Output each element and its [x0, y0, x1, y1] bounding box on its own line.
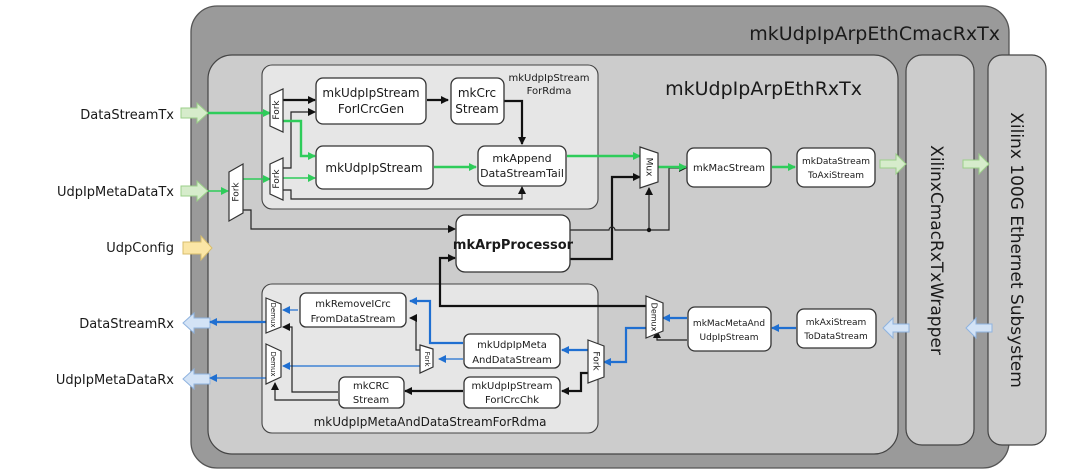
svg-text:mkMacStream: mkMacStream: [693, 163, 765, 174]
rx-arrow-from-wrapper: [882, 316, 910, 340]
wire-demux-to-rxfork: [603, 326, 646, 366]
block-mac-stream: mkMacStream: [686, 147, 772, 188]
fork-rx-main: Fork: [587, 339, 605, 384]
svg-text:Fork: Fork: [272, 169, 282, 189]
block-axi-to-data: mkAxiStream ToDataStream: [796, 308, 877, 349]
svg-text:ToAxiStream: ToAxiStream: [807, 171, 864, 181]
wire-fork2-to-udpip: [283, 119, 316, 160]
port-label-meta-data-tx: UdpIpMetaDataTx: [57, 185, 174, 200]
svg-text:mkCrc: mkCrc: [458, 86, 496, 100]
port-label-data-stream-tx: DataStreamTx: [80, 108, 174, 123]
svg-text:Demux: Demux: [650, 303, 659, 332]
svg-text:Demux: Demux: [269, 302, 277, 327]
wire-crc-to-demux-data: [282, 323, 338, 393]
svg-text:ForICrcChk: ForICrcChk: [485, 395, 539, 406]
svg-text:UdpIpStream: UdpIpStream: [700, 333, 759, 343]
port-arrow-udp-config: [182, 234, 213, 262]
subsystem-label: Xilinx 100G Ethernet Subsystem: [1006, 112, 1026, 388]
port-label-data-stream-rx: DataStreamRx: [79, 317, 174, 332]
wire-fork3-to-icrcgen: [283, 108, 316, 169]
svg-text:ForICrcGen: ForICrcGen: [338, 102, 404, 116]
wire-rxfork-to-icrcchk: [561, 371, 588, 395]
wire-arp-to-mac-ctrl: [570, 164, 687, 231]
wire-metadata-to-remove: [409, 297, 463, 345]
demux-data-rx: Demux: [265, 297, 282, 334]
port-arrow-data-stream-tx: [180, 101, 209, 125]
svg-text:ToDataStream: ToDataStream: [803, 332, 868, 342]
svg-text:mkUdpIpStream: mkUdpIpStream: [325, 161, 422, 175]
port-arrow-data-stream-rx: [182, 311, 211, 335]
demux-rx-main: Demux: [645, 295, 664, 339]
tx-group-title-2: ForRdma: [527, 86, 572, 97]
demux-meta-rx: Demux: [265, 343, 282, 385]
block-crc-stream-tx: mkCrc Stream: [450, 77, 505, 125]
block-mac-meta: mkMacMetaAnd UdpIpStream: [687, 306, 772, 352]
wire-fork1-to-arp: [243, 209, 456, 233]
mux-tx: Mux: [639, 146, 659, 189]
junction-dot: [646, 227, 652, 233]
svg-text:Stream: Stream: [455, 102, 498, 116]
wire-arp-to-mux: [570, 173, 641, 261]
svg-text:mkMacMetaAnd: mkMacMetaAnd: [693, 319, 765, 329]
block-append-tail: mkAppend DataStreamTail: [477, 145, 567, 187]
svg-text:mkUdpIpMeta: mkUdpIpMeta: [477, 340, 547, 351]
svg-text:mkUdpIpStream: mkUdpIpStream: [471, 381, 552, 392]
outer-module-title: mkUdpIpArpEthCmacRxTx: [749, 23, 1000, 45]
svg-text:mkRemoveICrc: mkRemoveICrc: [315, 299, 390, 310]
svg-text:Fork: Fork: [272, 100, 282, 120]
wire-demux-to-arp: [438, 254, 646, 308]
wire-crc-to-append: [504, 99, 526, 145]
wrapper-label: XilinxCmacRxTxWrapper: [926, 145, 946, 355]
svg-text:Mux: Mux: [644, 158, 654, 177]
fork-tx-meta: Fork: [269, 157, 284, 201]
svg-text:mkDataStream: mkDataStream: [802, 157, 870, 167]
svg-text:FromDataStream: FromDataStream: [311, 314, 396, 325]
svg-text:Fork: Fork: [232, 182, 242, 202]
block-icrc-gen: mkUdpIpStream ForICrcGen: [315, 77, 427, 125]
fork-meta-tx: Fork: [228, 162, 244, 223]
block-arp-processor: mkArpProcessor: [453, 214, 574, 273]
block-data-to-axi: mkDataStream ToAxiStream: [796, 147, 876, 188]
block-remove-icrc: mkRemoveICrc FromDataStream: [299, 292, 407, 328]
svg-text:mkAppend: mkAppend: [492, 152, 551, 165]
block-crc-stream-rx: mkCRC Stream: [338, 376, 405, 409]
tx-arrow-to-wrapper: [879, 152, 907, 176]
fork-tx-data: Fork: [269, 88, 284, 133]
subsystem-box: [987, 54, 1047, 446]
rx-arrow-from-subsystem: [965, 316, 993, 340]
svg-text:Stream: Stream: [353, 395, 389, 406]
svg-text:mkArpProcessor: mkArpProcessor: [453, 238, 574, 253]
block-meta-and-data: mkUdpIpMeta AndDataStream: [463, 333, 561, 369]
inner-module-title: mkUdpIpArpEthRxTx: [665, 78, 862, 100]
tx-group-title-1: mkUdpIpStream: [508, 73, 589, 84]
port-label-meta-data-rx: UdpIpMetaDataRx: [56, 373, 174, 388]
svg-text:AndDataStream: AndDataStream: [472, 355, 552, 366]
port-arrow-meta-data-rx: [182, 367, 211, 391]
rx-group-title: mkUdpIpMetaAndDataStreamForRdma: [314, 415, 547, 429]
svg-text:mkCRC: mkCRC: [353, 381, 389, 392]
svg-text:mkUdpIpStream: mkUdpIpStream: [322, 86, 419, 100]
tx-arrow-to-subsystem: [962, 152, 990, 176]
block-icrc-chk: mkUdpIpStream ForICrcChk: [463, 376, 561, 409]
port-arrow-meta-data-tx: [180, 179, 209, 203]
port-label-udp-config: UdpConfig: [106, 241, 174, 256]
svg-text:Fork: Fork: [423, 352, 431, 368]
svg-text:Fork: Fork: [591, 351, 601, 371]
fork-rx-inner: Fork: [419, 344, 434, 374]
block-udpip-stream: mkUdpIpStream: [315, 145, 434, 190]
svg-text:DataStreamTail: DataStreamTail: [480, 167, 564, 180]
svg-text:Demux: Demux: [269, 351, 277, 376]
wire-crc-to-demux-meta: [271, 382, 338, 401]
wrapper-box: [905, 54, 975, 446]
svg-text:mkAxiStream: mkAxiStream: [806, 318, 867, 328]
wire-fork3-to-append: [283, 186, 526, 200]
